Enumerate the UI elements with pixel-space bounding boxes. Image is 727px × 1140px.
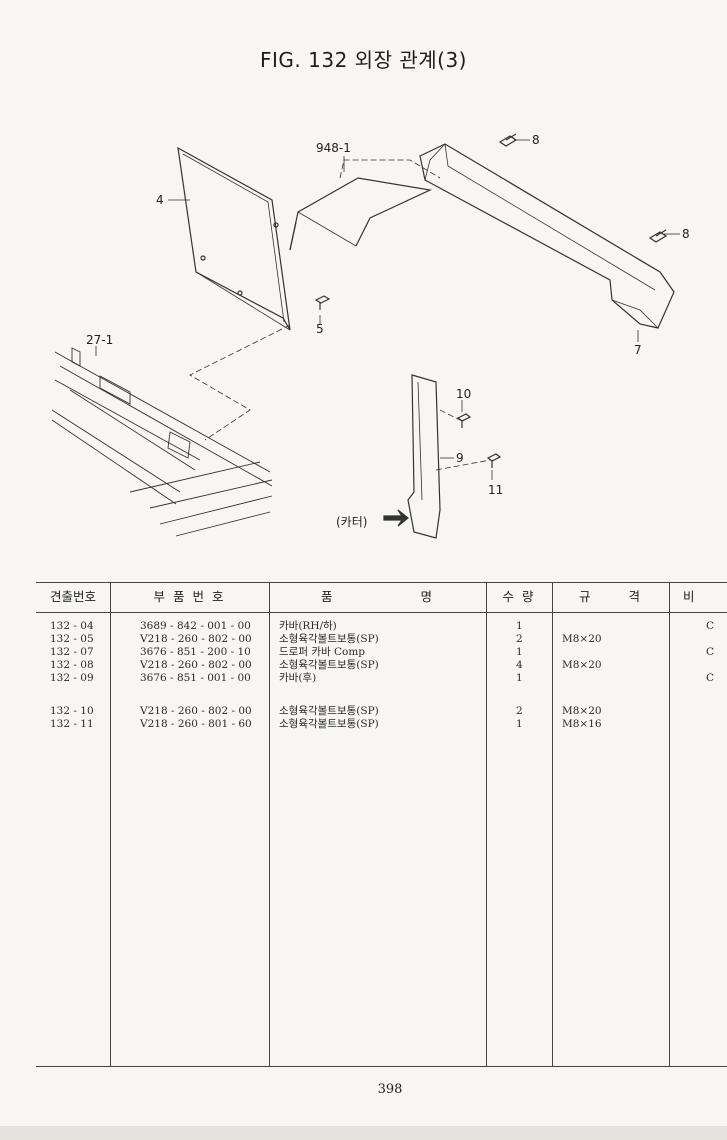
row-remark: C (706, 672, 715, 684)
bolt-8-top (498, 133, 518, 147)
header-name: 품 명 (321, 589, 434, 604)
row-part-no: 3676 - 851 - 001 - 00 (140, 672, 251, 684)
exploded-parts-diagram: 948-1 4 5 8 8 7 27-1 10 9 11 (카터) (0, 120, 727, 560)
row-spec: M8×16 (562, 718, 602, 730)
row-qty: 1 (516, 672, 523, 684)
table-row: 132 - 07 3676 - 851 - 200 - 10 드로퍼 카바 Co… (36, 646, 727, 659)
bolt-11 (486, 453, 502, 468)
callout-4: 4 (156, 193, 164, 207)
row-spec: M8×20 (562, 659, 602, 671)
part-7-beam (419, 143, 675, 329)
row-qty: 1 (516, 646, 523, 658)
callout-cutter: (카터) (336, 515, 367, 529)
row-qty: 2 (516, 633, 523, 645)
callout-27-1: 27-1 (86, 333, 113, 347)
table-row: 132 - 04 3689 - 842 - 001 - 00 카바(RH/하) … (36, 620, 727, 633)
row-name: 카바(RH/하) (279, 620, 337, 632)
callout-7: 7 (634, 343, 642, 357)
row-part-no: 3689 - 842 - 001 - 00 (140, 620, 251, 632)
table-row: 132 - 11 V218 - 260 - 801 - 60 소형육각볼트보통(… (36, 718, 727, 731)
bolt-10 (456, 413, 472, 428)
callout-11: 11 (488, 483, 503, 497)
table-row: 132 - 09 3676 - 851 - 001 - 00 카바(후) 1 C (36, 672, 727, 685)
table-bottom-rule (36, 1066, 727, 1067)
row-qty: 1 (516, 718, 523, 730)
part-4-cover (177, 146, 291, 331)
row-part-no: V218 - 260 - 801 - 60 (140, 718, 252, 730)
row-remark: C (706, 646, 715, 658)
table-row: 132 - 10 V218 - 260 - 802 - 00 소형육각볼트보통(… (36, 705, 727, 718)
header-remark: 비 고 (683, 589, 727, 604)
bolt-5 (314, 295, 331, 310)
row-qty: 1 (516, 620, 523, 632)
row-part-no: V218 - 260 - 802 - 00 (140, 633, 252, 645)
row-remark: C (706, 620, 715, 632)
row-fig-no: 132 - 05 (50, 633, 94, 645)
row-name: 소형육각볼트보통(SP) (279, 705, 379, 717)
callout-9: 9 (456, 451, 464, 465)
row-name: 소형육각볼트보통(SP) (279, 718, 379, 730)
diagram-drawing: 948-1 4 5 8 8 7 27-1 10 9 11 (카터) (51, 133, 690, 539)
callout-948-1: 948-1 (316, 141, 351, 155)
row-fig-no: 132 - 08 (50, 659, 94, 671)
cutter-arrow (383, 509, 409, 527)
row-part-no: V218 - 260 - 802 - 00 (140, 705, 252, 717)
header-fig-no: 견출번호 (49, 589, 96, 604)
row-fig-no: 132 - 07 (50, 646, 94, 658)
row-name: 드로퍼 카바 Comp (279, 646, 366, 658)
callout-5: 5 (316, 322, 324, 336)
part-948-1-bracket (289, 177, 433, 251)
header-part-no: 부 품 번 호 (153, 589, 226, 604)
row-name: 소형육각볼트보통(SP) (279, 633, 379, 645)
page-number: 398 (377, 1082, 403, 1097)
header-spec: 규 격 (579, 589, 642, 604)
row-fig-no: 132 - 04 (50, 620, 94, 632)
row-part-no: 3676 - 851 - 200 - 10 (140, 646, 251, 658)
row-name: 소형육각볼트보통(SP) (279, 659, 379, 671)
row-name: 카바(후) (279, 672, 317, 684)
bolt-8-right (648, 229, 668, 243)
callout-10: 10 (456, 387, 471, 401)
row-qty: 2 (516, 705, 523, 717)
row-fig-no: 132 - 11 (50, 718, 94, 730)
row-spec: M8×20 (562, 705, 602, 717)
callout-8-top: 8 (532, 133, 540, 147)
row-spec: M8×20 (562, 633, 602, 645)
table-row: 132 - 08 V218 - 260 - 802 - 00 소형육각볼트보통(… (36, 659, 727, 672)
part-27-1-frame (51, 351, 273, 537)
header-qty: 수 량 (502, 589, 536, 604)
page-title: FIG. 132 외장 관계(3) (260, 48, 467, 72)
callout-8-right: 8 (682, 227, 690, 241)
scan-edge (0, 1126, 727, 1140)
row-fig-no: 132 - 09 (50, 672, 94, 684)
row-qty: 4 (516, 659, 523, 671)
part-9-cover (407, 374, 441, 539)
row-fig-no: 132 - 10 (50, 705, 94, 717)
parts-table: 견출번호 부 품 번 호 품 명 수 량 규 격 비 고 132 - 04 36… (36, 582, 727, 1066)
table-row: 132 - 05 V218 - 260 - 802 - 00 소형육각볼트보통(… (36, 633, 727, 646)
row-part-no: V218 - 260 - 802 - 00 (140, 659, 252, 671)
